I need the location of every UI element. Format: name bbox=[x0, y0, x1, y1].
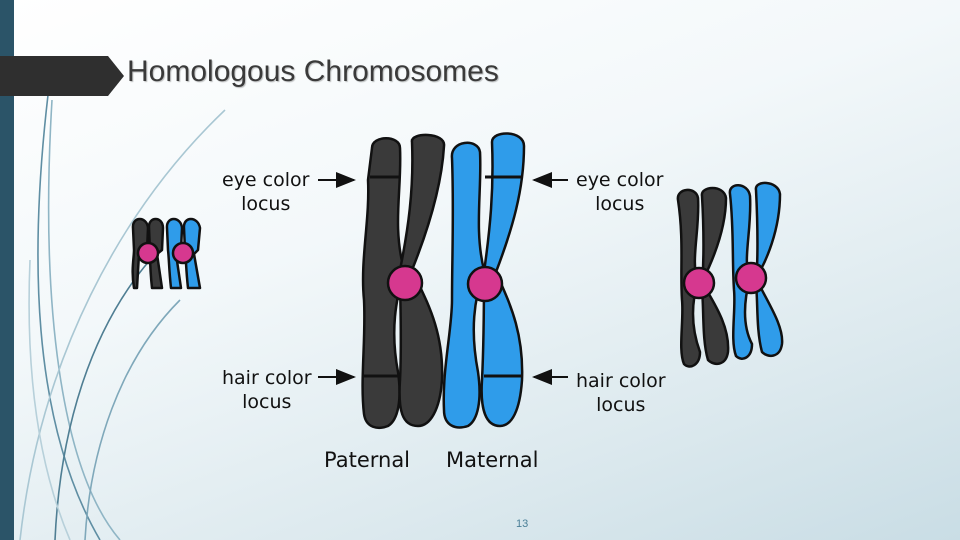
centromere bbox=[682, 266, 716, 300]
maternal-chromosome bbox=[442, 132, 526, 429]
swoosh-lines bbox=[19, 94, 226, 540]
small-chromosome-pair-left bbox=[131, 217, 202, 290]
maternal-chromatid bbox=[442, 141, 486, 429]
paternal-chromatid bbox=[131, 217, 150, 290]
centromere bbox=[466, 265, 504, 303]
centromere bbox=[386, 264, 424, 302]
centromere bbox=[136, 241, 160, 265]
centromere bbox=[171, 241, 195, 265]
maternal-label: Maternal bbox=[446, 448, 539, 472]
title-tab-arrow bbox=[0, 56, 124, 96]
centromere bbox=[734, 261, 768, 295]
paternal-chromosome bbox=[361, 133, 446, 430]
slide-title: Homologous Chromosomes bbox=[127, 55, 499, 88]
paternal-label: Paternal bbox=[324, 448, 411, 472]
medium-chromosome-pair-right bbox=[676, 181, 784, 368]
left-sidebar-bar bbox=[0, 0, 14, 540]
page-number: 13 bbox=[516, 518, 529, 530]
paternal-chromatid bbox=[361, 137, 406, 430]
